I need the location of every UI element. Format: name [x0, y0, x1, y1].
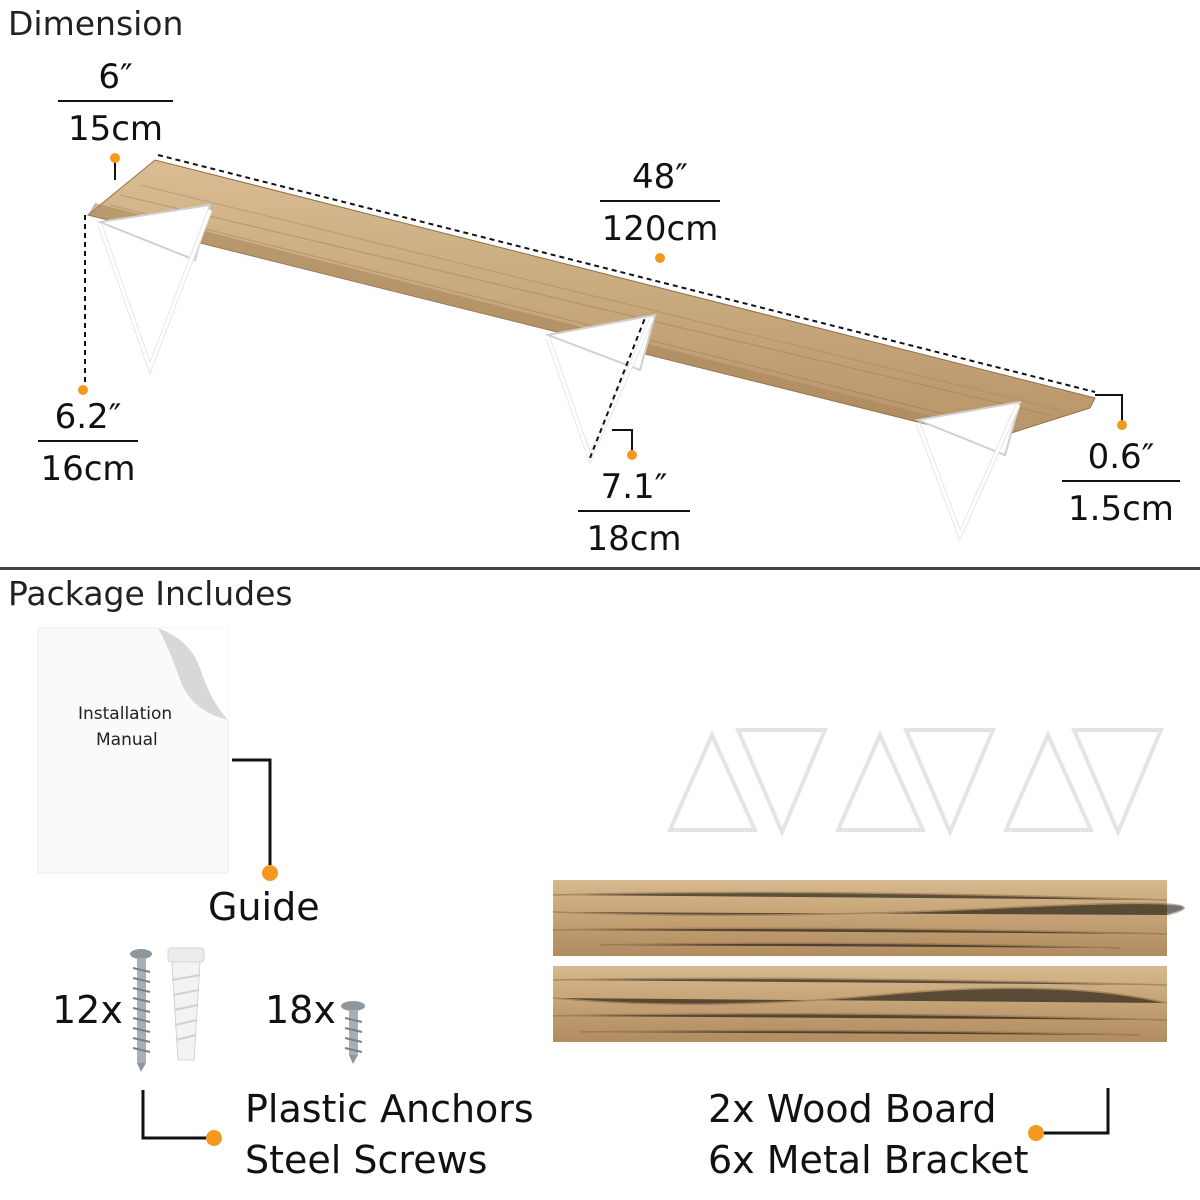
anchors-quantity: 12x	[52, 988, 123, 1032]
depth-dimension: 6″ 15cm	[58, 60, 173, 146]
section-divider	[0, 567, 1200, 570]
short-screw-icon	[341, 1001, 365, 1064]
manual-icon	[37, 627, 229, 874]
parts-labels: 2x Wood Board 6x Metal Bracket	[708, 1084, 1029, 1187]
bracket-depth-metric: 18cm	[586, 519, 682, 559]
wood-board-label: 2x Wood Board	[708, 1087, 997, 1131]
metal-brackets-icon	[666, 728, 1165, 838]
manual-line-2: Manual	[96, 729, 158, 750]
bracket-1	[96, 203, 213, 376]
bracket-height-imperial: 6.2″	[38, 400, 138, 442]
bracket-height-metric: 16cm	[40, 449, 136, 489]
bracket-depth-dimension: 7.1″ 18cm	[578, 470, 690, 556]
bracket-3	[914, 400, 1022, 542]
dimension-title: Dimension	[8, 4, 184, 43]
long-screw-icon	[130, 949, 152, 1072]
manual-line-1: Installation	[78, 704, 173, 724]
manual-text: Installation Manual	[78, 702, 172, 753]
depth-imperial: 6″	[58, 60, 173, 102]
bracket-depth-imperial: 7.1″	[578, 470, 690, 512]
wood-board-1	[552, 880, 1185, 956]
metal-bracket-label: 6x Metal Bracket	[708, 1138, 1029, 1183]
guide-label: Guide	[208, 885, 320, 929]
length-imperial: 48″	[600, 160, 720, 202]
thickness-imperial: 0.6″	[1062, 440, 1180, 482]
thickness-metric: 1.5cm	[1068, 489, 1174, 529]
wood-board-2	[552, 966, 1168, 1042]
plastic-anchor-icon	[167, 947, 205, 1061]
hardware-labels: Plastic Anchors Steel Screws	[245, 1084, 534, 1187]
plastic-anchors-label: Plastic Anchors	[245, 1087, 534, 1131]
length-metric: 120cm	[601, 209, 719, 249]
thickness-dimension: 0.6″ 1.5cm	[1062, 440, 1180, 526]
bracket-height-dimension: 6.2″ 16cm	[38, 400, 138, 486]
screws-quantity: 18x	[265, 988, 336, 1032]
depth-metric: 15cm	[67, 109, 164, 149]
shelf-board-front-edge	[88, 203, 1005, 440]
package-title: Package Includes	[8, 574, 293, 613]
length-dimension: 48″ 120cm	[600, 160, 720, 246]
steel-screws-label: Steel Screws	[245, 1138, 488, 1183]
